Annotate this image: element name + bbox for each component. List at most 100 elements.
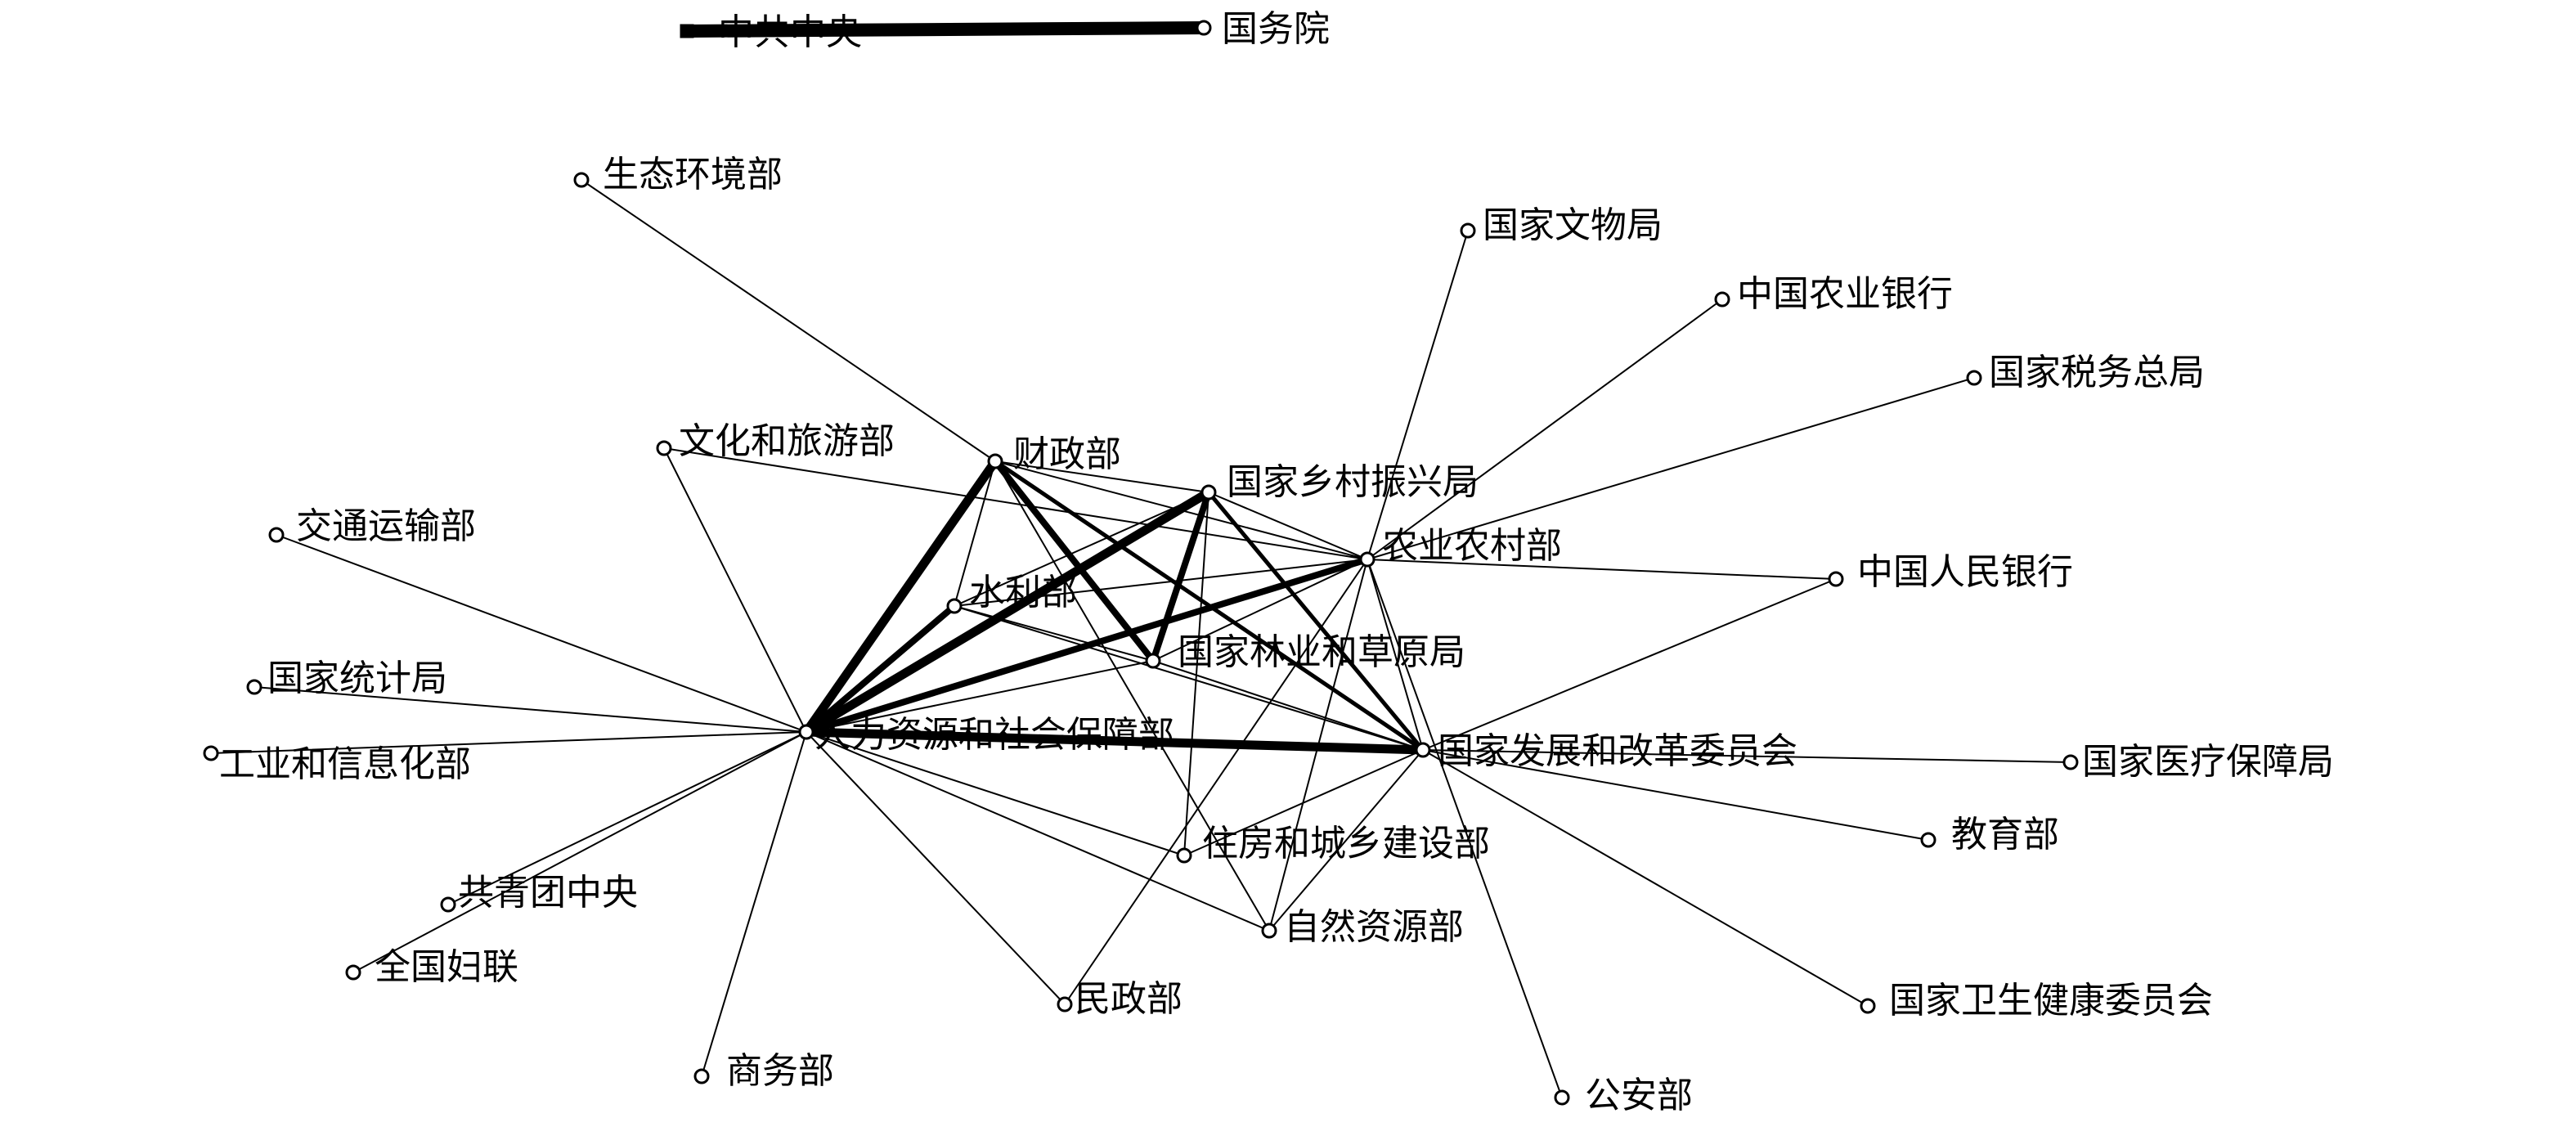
- node-jyb: 教育部: [1920, 814, 2059, 855]
- edge-rlzyhshbzb-swb: [701, 731, 807, 1077]
- node-nyncb: 农业农村部: [1359, 525, 1562, 568]
- edge-czb-zrzyb: [994, 460, 1270, 932]
- node-gjfzhggwyh: 国家发展和改革委员会: [1415, 730, 1797, 772]
- node-label: 商务部: [726, 1050, 834, 1092]
- node-marker: [1860, 998, 1876, 1014]
- edge-rlzyhshbzb-slb: [803, 603, 958, 735]
- edge-nyncb-gjswzj: [1367, 377, 1975, 560]
- edge-nyncb-rlzyhshbzb: [803, 556, 1371, 735]
- edge-rlzyhshbzb-qgfl: [352, 731, 807, 973]
- node-gjylbzj: 国家医疗保障局: [2062, 741, 2334, 783]
- node-label: 中国人民银行: [1857, 551, 2073, 593]
- node-label: 工业和信息化部: [219, 743, 471, 785]
- node-marker: [1057, 996, 1073, 1013]
- node-zfhcxjsb: 住房和城乡建设部: [1176, 823, 1490, 864]
- edge-nyncb-slb: [954, 559, 1368, 607]
- edge-gjfzhggwyh-gjlyhcyj: [1152, 660, 1424, 751]
- edge-rlzyhshbzb-gqtzy: [447, 731, 807, 905]
- node-label: 共青团中央: [458, 872, 638, 914]
- edge-rlzyhshbzb-gjlyhcyj: [806, 660, 1154, 733]
- edge-gjfzhggwyh-zrzyb: [1268, 749, 1424, 932]
- node-marker: [946, 598, 963, 614]
- node-marker: [1415, 742, 1431, 758]
- node-jtysb: 交通运输部: [268, 505, 476, 547]
- node-slb: 水利部: [946, 572, 1077, 614]
- edge-nyncb-gab: [1367, 559, 1563, 1098]
- edge-gjfzhggwyh-zgrmyh: [1422, 578, 1837, 751]
- node-marker: [1196, 20, 1212, 36]
- node-label: 文化和旅游部: [679, 420, 895, 462]
- edge-nyncb-gjfzhggwyh: [1367, 559, 1424, 751]
- edge-nyncb-zgnyyh: [1367, 299, 1723, 560]
- node-marker: [987, 453, 1003, 469]
- node-gjwsjkwyh: 国家卫生健康委员会: [1860, 980, 2213, 1021]
- edge-layer: [210, 21, 2071, 1098]
- edge-czb-gjxczxj: [994, 460, 1209, 493]
- node-qgfl: 全国妇联: [345, 946, 518, 988]
- node-gjlyhcyj: 国家林业和草原局: [1145, 631, 1465, 673]
- node-marker: [656, 440, 672, 456]
- node-marker: [1359, 551, 1376, 568]
- node-label: 全国妇联: [375, 946, 518, 988]
- edge-nyncb-gjwwj: [1367, 230, 1469, 560]
- edge-gjfzhggwyh-zfhcxjsb: [1183, 749, 1424, 856]
- node-marker: [1966, 370, 1982, 386]
- node-label: 国家卫生健康委员会: [1889, 980, 2213, 1021]
- edge-gjfzhggwyh-slb: [954, 605, 1424, 751]
- edge-rlzyhshbzb-jtysb: [276, 534, 807, 733]
- edge-czb-gjlyhcyj: [992, 458, 1156, 664]
- node-gqtzy: 共青团中央: [440, 872, 638, 914]
- node-layer: 中共中央国务院生态环境部国家文物局中国农业银行国家税务总局文化和旅游部财政部国家…: [203, 8, 2334, 1116]
- edge-rlzyhshbzb-gjfzhggwyh: [801, 727, 1428, 755]
- node-label: 人力资源和社会保障部: [815, 714, 1174, 756]
- edge-zgzy-gwy: [680, 21, 1210, 38]
- node-marker: [680, 24, 694, 38]
- node-marker: [440, 896, 456, 913]
- edge-rlzyhshbzb-zrzyb: [806, 731, 1270, 932]
- node-label: 交通运输部: [296, 505, 476, 547]
- node-label: 国家文物局: [1483, 204, 1663, 246]
- node-label: 中国农业银行: [1737, 273, 1953, 315]
- node-label: 生态环境部: [603, 154, 783, 195]
- node-marker: [1828, 571, 1844, 587]
- node-zrzyb: 自然资源部: [1261, 906, 1464, 948]
- edge-nyncb-whlyb: [663, 447, 1368, 560]
- node-label: 教育部: [1951, 814, 2059, 855]
- node-marker: [2062, 754, 2079, 770]
- edge-rlzyhshbzb-whlyb: [663, 447, 807, 733]
- node-marker: [1714, 291, 1730, 308]
- node-label: 民政部: [1075, 978, 1183, 1020]
- node-zgzy: 中共中央: [680, 11, 862, 53]
- node-label: 农业农村部: [1382, 525, 1562, 567]
- node-czb: 财政部: [987, 433, 1121, 475]
- node-marker: [203, 745, 219, 761]
- node-marker: [1200, 484, 1217, 501]
- node-marker: [1554, 1089, 1570, 1106]
- node-marker: [268, 527, 285, 543]
- node-label: 水利部: [969, 572, 1077, 613]
- edge-nyncb-mzb: [1064, 559, 1368, 1005]
- node-whlyb: 文化和旅游部: [656, 420, 895, 462]
- edge-slb-gjlyhcyj: [954, 605, 1154, 662]
- edge-gjfzhggwyh-jyb: [1422, 749, 1929, 841]
- edge-czb-slb: [954, 460, 996, 607]
- edge-rlzyhshbzb-gyhxxhb: [210, 731, 807, 754]
- node-gyhxxhb: 工业和信息化部: [203, 743, 471, 785]
- node-marker: [1261, 923, 1277, 939]
- node-marker: [798, 724, 815, 740]
- edge-czb-rlzyhshbzb: [801, 456, 1000, 737]
- node-label: 国家林业和草原局: [1178, 631, 1465, 673]
- node-gjtjj: 国家统计局: [246, 658, 447, 699]
- node-gjwwj: 国家文物局: [1460, 204, 1663, 246]
- edge-gjxczxj-zfhcxjsb: [1183, 492, 1209, 856]
- node-label: 中共中央: [718, 11, 862, 53]
- node-zgrmyh: 中国人民银行: [1828, 551, 2073, 593]
- node-gjswzj: 国家税务总局: [1966, 352, 2205, 393]
- node-label: 自然资源部: [1284, 906, 1464, 948]
- node-marker: [246, 679, 263, 695]
- node-label: 国家发展和改革委员会: [1438, 730, 1797, 772]
- edge-rlzyhshbzb-mzb: [806, 731, 1066, 1005]
- node-marker: [345, 964, 361, 981]
- node-label: 财政部: [1013, 433, 1121, 475]
